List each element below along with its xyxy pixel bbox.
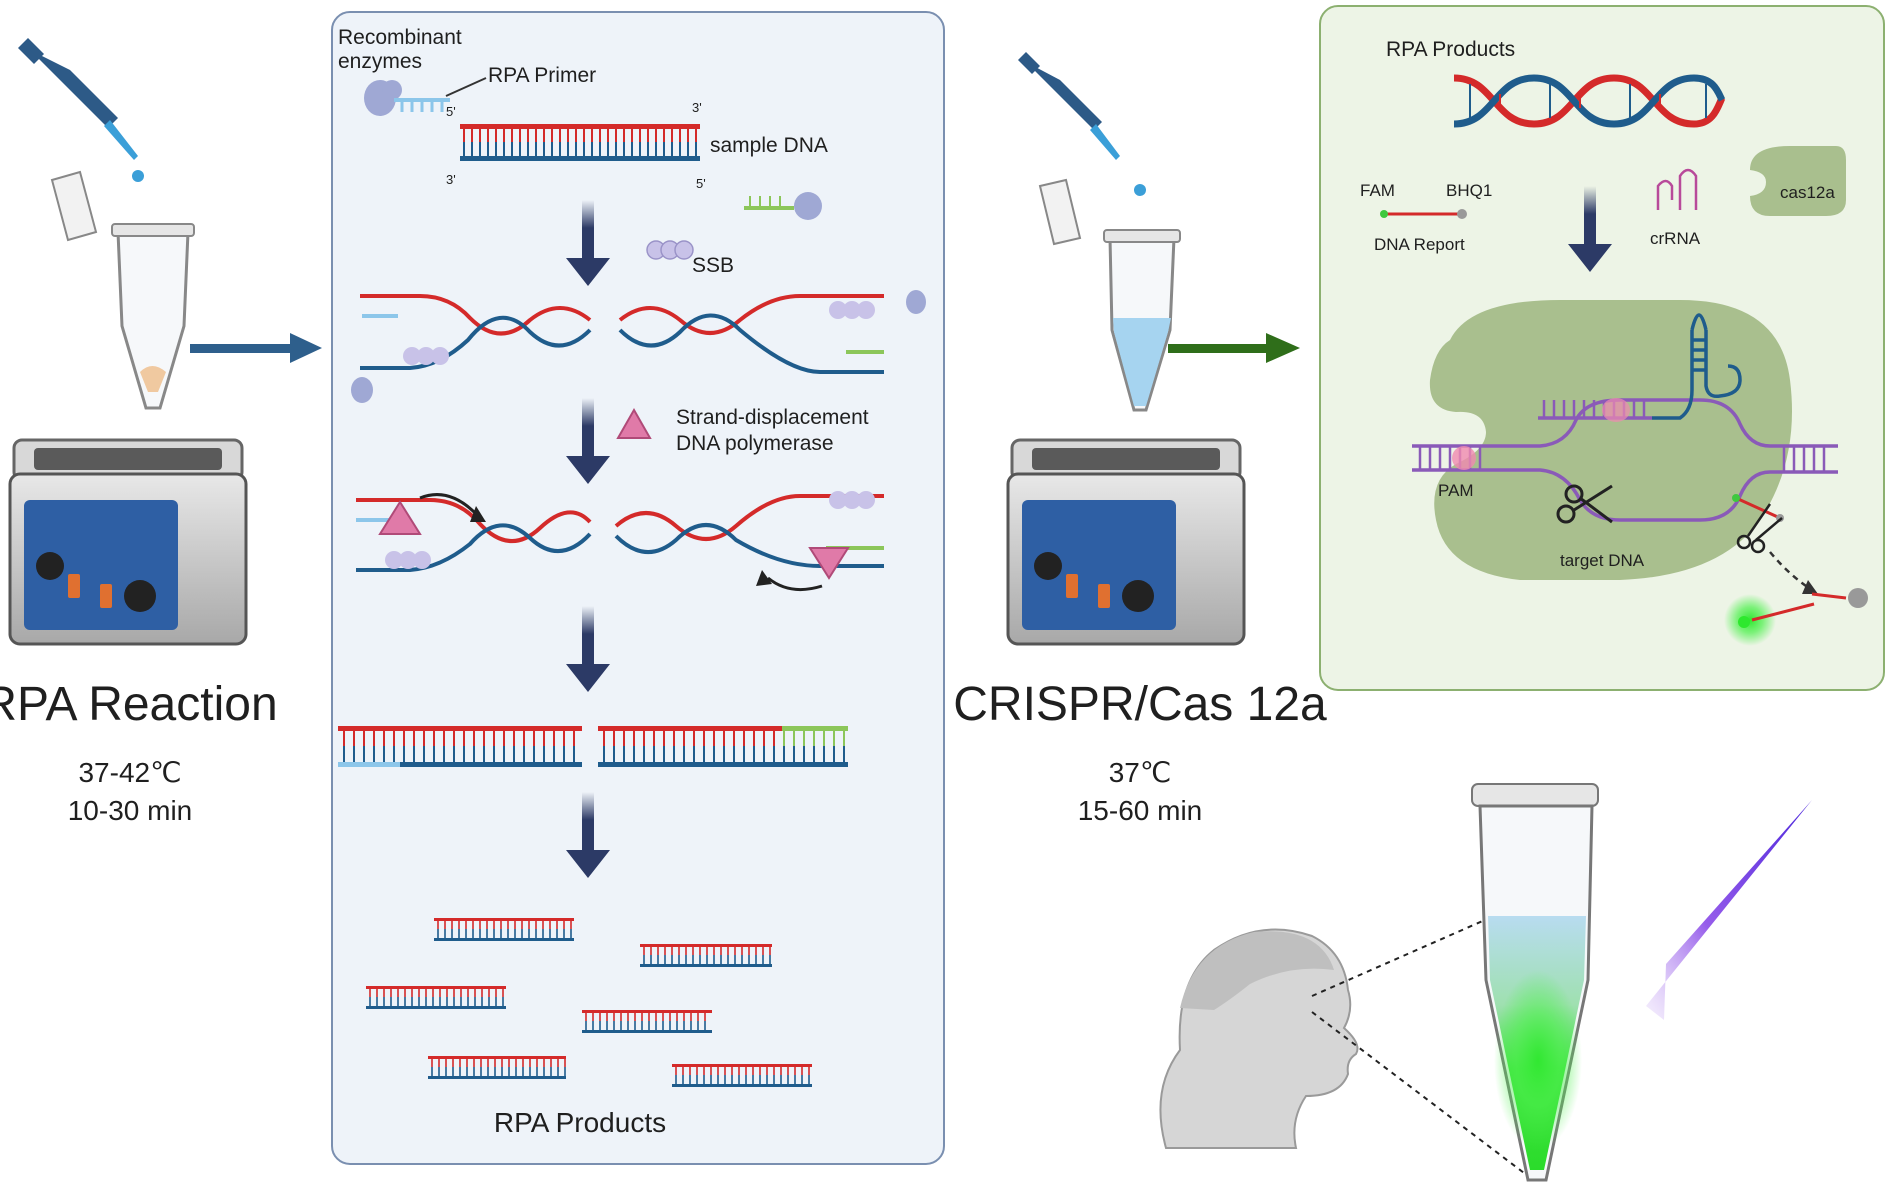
amplified-duplex-right (598, 726, 848, 767)
rpa-products-label: RPA Products (494, 1107, 666, 1138)
dna-report-label: DNA Report (1374, 235, 1465, 254)
amplified-duplex-left (338, 726, 582, 767)
curved-arrow-right-head (470, 506, 486, 522)
curved-arrow-left-head (756, 570, 772, 586)
rpa-product-fragment (428, 1056, 566, 1079)
crrna-label: crRNA (1650, 229, 1701, 248)
target-dna-in-complex (1412, 398, 1838, 522)
crispr-title: CRISPR/Cas 12a (953, 678, 1327, 731)
match-highlight (1602, 398, 1630, 422)
glowing-tube-icon (1471, 783, 1599, 1182)
rpa-product-fragment (640, 944, 772, 967)
pam-label: PAM (1438, 481, 1474, 500)
curved-arrow-right (419, 493, 480, 518)
rpa-process-panel (331, 11, 945, 1165)
primer-label: RPA Primer (488, 64, 596, 87)
sample-dna-duplex (460, 124, 700, 161)
tube-icon (50, 170, 195, 410)
ssb-proteins-row1 (351, 290, 926, 403)
end-5-bottom: 5' (696, 176, 706, 191)
rpa-temp: 37-42℃ (78, 757, 181, 788)
crispr-temp: 37℃ (1109, 757, 1172, 788)
target-dna-label: target DNA (1560, 551, 1645, 570)
right-arrow-blue (190, 333, 322, 363)
recombinant-label: Recombinant (338, 26, 462, 49)
down-arrow-4 (566, 792, 610, 878)
rpa-product-fragment (366, 986, 506, 1009)
water-bath-icon (8, 438, 248, 646)
crispr-time: 15-60 min (1078, 795, 1203, 826)
ssb-icon (646, 240, 694, 260)
rpa-reaction-title: RPA Reaction (0, 678, 278, 731)
uv-light-beam (1646, 800, 1812, 1020)
end-3-bottom: 3' (446, 172, 456, 187)
pipette-icon-2 (1018, 52, 1146, 196)
rpa-product-fragment (434, 918, 574, 941)
crrna-hairpin-icon (1652, 313, 1742, 420)
rpa-product-fragment (582, 1010, 712, 1033)
recombinase-icon (364, 80, 402, 116)
crrna-icon (1656, 168, 1698, 210)
pam-highlight (1452, 446, 1476, 470)
down-arrow-2 (566, 398, 610, 484)
bhq1-label: BHQ1 (1446, 181, 1492, 200)
sample-dna-label: sample DNA (710, 134, 828, 157)
rpa-product-fragment (672, 1064, 812, 1087)
primer-icon (394, 98, 450, 112)
curved-arrow-left (767, 576, 823, 592)
enzymes-label: enzymes (338, 50, 422, 73)
tube-icon-2 (1038, 178, 1181, 412)
reporter-cleavage (1732, 494, 1868, 608)
double-helix-icon (1453, 74, 1726, 128)
observer-head (1159, 928, 1359, 1149)
cas12a-label: cas12a (1780, 183, 1835, 202)
water-bath-icon-2 (1006, 438, 1246, 646)
down-arrow-3 (566, 606, 610, 692)
polymerase-triangle-icon (616, 407, 652, 439)
sightline-top (1311, 915, 1495, 997)
right-rpa-products-label: RPA Products (1386, 38, 1515, 61)
pipette-icon (18, 38, 144, 182)
down-arrow-right (1568, 186, 1612, 272)
fluorescent-fragment (1724, 594, 1815, 646)
green-primer-icon (744, 192, 822, 220)
cas12a-small-icon (1750, 146, 1846, 216)
polymerase-left-icon (378, 500, 422, 535)
rpa-product-fragments (366, 918, 812, 1087)
ssb-label: SSB (692, 254, 734, 277)
polymerase-right-icon (808, 547, 850, 580)
rpa-time: 10-30 min (68, 795, 193, 826)
fam-label: FAM (1360, 181, 1395, 200)
right-arrow-green (1168, 333, 1300, 363)
polymerase-label-1: Strand-displacement (676, 406, 869, 429)
down-arrow-1 (566, 200, 610, 286)
scissors-icon (1556, 484, 1613, 524)
end-3-top: 3' (692, 100, 702, 115)
polymerase-label-2: DNA polymerase (676, 432, 834, 455)
ssb-proteins-row2 (385, 491, 875, 569)
dna-reporter-icon (1380, 209, 1467, 219)
end-5-top: 5' (446, 104, 456, 119)
